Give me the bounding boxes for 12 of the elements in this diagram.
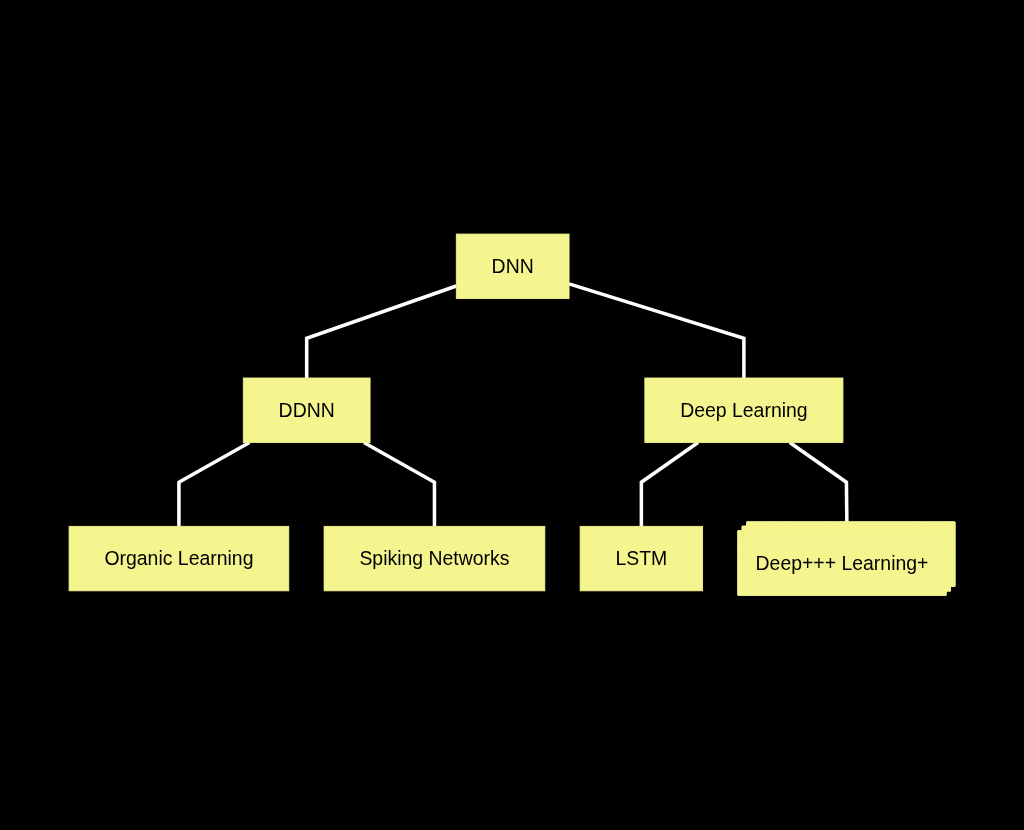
- node-box: Organic Learning: [68, 526, 290, 592]
- connector: [639, 441, 699, 527]
- connector: [304, 284, 457, 379]
- node-box: Spiking Networks: [323, 526, 546, 592]
- connector: [177, 441, 251, 527]
- connector: [788, 441, 849, 523]
- node-box: Deep Learning: [644, 377, 844, 444]
- connector: [568, 282, 746, 379]
- connector: [363, 441, 437, 527]
- node-box: DNN: [455, 233, 570, 300]
- node-box: DDNN: [242, 377, 371, 444]
- node-box: LSTM: [579, 526, 704, 592]
